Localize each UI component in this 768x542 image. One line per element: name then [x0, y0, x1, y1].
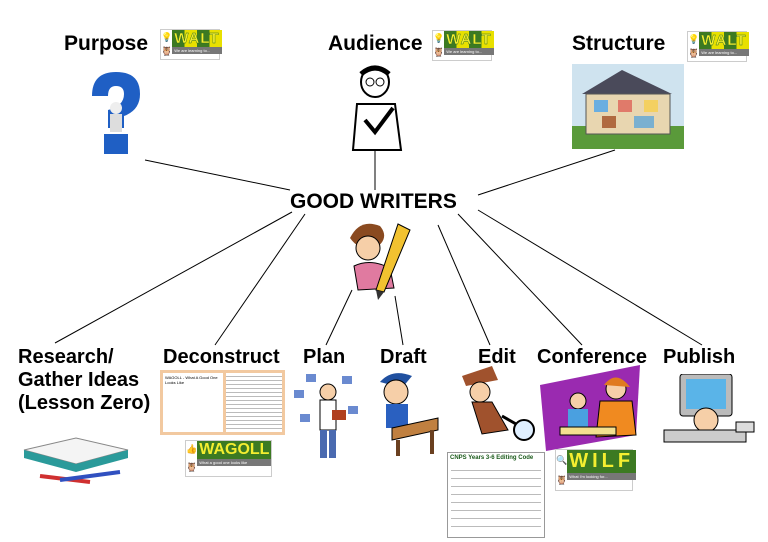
research-label: Research/ Gather Ideas (Lesson Zero): [18, 346, 151, 414]
purpose-label: Purpose: [64, 32, 149, 55]
editing-code-table: [451, 463, 541, 533]
line-publish: [477, 209, 703, 346]
planning-person-image: [294, 374, 358, 458]
plan-label: Plan: [303, 346, 346, 368]
lightbulb-icon: 💡: [688, 33, 700, 44]
line-deconstruct: [214, 213, 306, 346]
walt-badge-text: WALT: [172, 30, 222, 47]
owl-icon: 🦉: [161, 46, 173, 57]
owl-icon: 🦉: [556, 474, 568, 485]
editing-code-document: CNPS Years 3-6 Editing Code: [447, 452, 545, 538]
question-mark-person-image: [92, 72, 140, 154]
owl-icon: 🦉: [186, 461, 198, 472]
house-cutaway-image: [572, 64, 684, 149]
thumbs-up-icon: 👍: [186, 444, 198, 455]
walt-badge-text: WALT: [699, 32, 749, 49]
detective-magnifier-image: [462, 366, 535, 441]
audience-label: Audience: [328, 32, 423, 55]
writer-with-pencil-image: [350, 223, 411, 300]
walt-badge-text: WALT: [444, 31, 494, 48]
wagoll-document-text: [226, 373, 282, 432]
line-edit: [437, 224, 491, 346]
structure-label: Structure: [572, 32, 666, 55]
owl-icon: 🦉: [688, 48, 700, 59]
line-draft: [394, 295, 404, 346]
wagoll-document-title: WAGOLL - What A Good One Looks Like: [163, 373, 223, 432]
publish-label: Publish: [663, 346, 736, 368]
line-conference: [457, 213, 583, 346]
line-research: [54, 211, 293, 344]
good-writers-title: GOOD WRITERS: [290, 190, 457, 213]
conference-label: Conference: [537, 346, 648, 368]
thinking-man-image: [351, 65, 403, 151]
wagoll-badge-text: WAGOLL: [199, 441, 270, 458]
publishing-computer-image: [663, 374, 755, 443]
lightbulb-icon: 💡: [161, 31, 173, 42]
line-purpose: [144, 159, 291, 191]
edit-label: Edit: [478, 346, 516, 368]
magnifier-icon: 🔍: [556, 454, 568, 465]
conference-teacher-student-image: [540, 365, 640, 451]
wilf-badge-text: WILF: [569, 450, 635, 472]
line-plan: [325, 289, 353, 346]
owl-icon: 🦉: [433, 47, 445, 58]
editing-code-title: CNPS Years 3-6 Editing Code: [450, 455, 534, 461]
lightbulb-icon: 💡: [433, 32, 445, 43]
line-structure: [477, 149, 616, 196]
draft-label: Draft: [380, 346, 427, 368]
wagoll-document-image: WAGOLL - What A Good One Looks Like: [160, 370, 285, 435]
drafting-boy-image: [380, 373, 439, 456]
open-book-pencils-image: [23, 437, 129, 484]
deconstruct-label: Deconstruct: [163, 346, 280, 368]
